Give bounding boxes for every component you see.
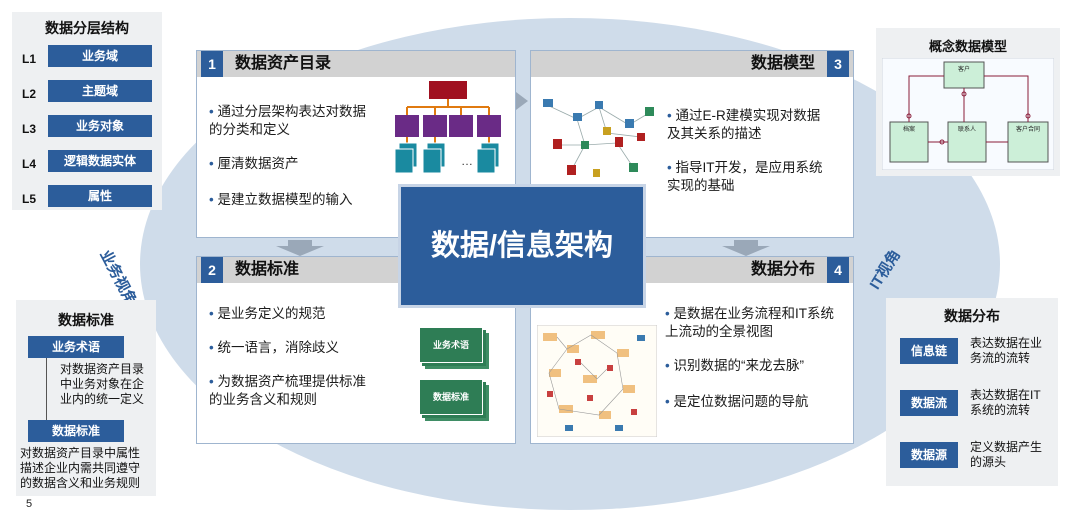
entity-customer-label: 客户 (958, 65, 970, 73)
data-standard-card: 数据标准 (419, 379, 483, 415)
layer-subject-domain: 主题域 (48, 80, 152, 102)
entity-customer (943, 61, 985, 89)
panel-title: 数据分布 (750, 261, 815, 278)
entity-contract-label: 客户合同 (1016, 125, 1040, 133)
level-label: L5 (22, 192, 37, 206)
arrow-down-left (276, 240, 324, 256)
er-model-illustration (543, 99, 654, 177)
flow-map-illustration (537, 325, 657, 437)
data-standard-box: 数据标准 (28, 420, 124, 442)
business-term-description: 对数据资产目录 中业务对象在企 业内的统一定义 (60, 362, 145, 406)
bullet-item: • 是业务定义的规范 (209, 306, 326, 321)
page-number: 5 (26, 498, 33, 510)
data-standard-description: 对数据资产目录中属性 描述企业内需共同遵守 的数据含义和业务规则 (20, 446, 141, 490)
level-label: L1 (22, 52, 37, 66)
level-label: L2 (22, 87, 37, 101)
bullet-item: • 为数据资产梳理提供标准的业务含义和规则 (209, 374, 366, 407)
bullet-item: • 是建立数据模型的输入 (209, 192, 353, 207)
layer-business-object: 业务对象 (48, 115, 152, 137)
connector-line (46, 358, 47, 420)
bullet-item: • 通过E-R建模实现对数据及其关系的描述 (667, 108, 821, 141)
data-source-box: 数据源 (900, 442, 958, 468)
info-chain-box: 信息链 (900, 338, 958, 364)
entity-archive-label: 档案 (903, 125, 915, 133)
bullet-item: • 通过分层架构表达对数据的分类和定义 (209, 104, 366, 137)
bullet-item: • 统一语言，消除歧义 (209, 340, 339, 355)
arrow-right (516, 92, 528, 110)
panel-number: 3 (827, 51, 849, 77)
layer-attribute: 属性 (48, 185, 152, 207)
layer-structure-title: 数据分层结构 (45, 20, 129, 36)
layer-structure-panel: 数据分层结构 L1 业务域 L2 主题域 L3 业务对象 L4 逻辑数据实体 L… (12, 12, 162, 210)
data-source-description: 定义数据产生的源头 (970, 440, 1043, 469)
panel-title: 数据资产目录 (235, 55, 332, 72)
bullet-item: • 是数据在业务流程和IT系统上流动的全景视图 (665, 306, 834, 339)
info-chain-description: 表达数据在业务流的流转 (970, 336, 1043, 365)
data-distribution-side-title: 数据分布 (944, 308, 1000, 324)
panel-data-standard: 2 数据标准 • 是业务定义的规范 • 统一语言，消除歧义 • 为数据资产梳理提… (196, 256, 516, 444)
bullet-item: • 厘清数据资产 (209, 156, 299, 171)
ellipsis-label: … (461, 154, 473, 168)
center-title-box: 数据/信息架构 (398, 184, 646, 308)
layer-logical-entity: 逻辑数据实体 (48, 150, 152, 172)
data-standard-side-panel: 数据标准 业务术语 对数据资产目录 中业务对象在企 业内的统一定义 数据标准 对… (16, 300, 156, 496)
panel-number: 1 (201, 51, 223, 77)
hierarchy-illustration: … (394, 81, 501, 174)
conceptual-model-title: 概念数据模型 (928, 39, 1007, 54)
entity-contact-label: 联系人 (958, 125, 976, 133)
layer-business-domain: 业务域 (48, 45, 152, 67)
level-label: L4 (22, 157, 37, 171)
panel-number: 4 (827, 257, 849, 283)
panel-title: 数据标准 (235, 261, 300, 278)
bullet-item: • 识别数据的“来龙去脉” (665, 358, 804, 373)
er-diagram: 客户 档案 联系人 客户合同 (882, 58, 1054, 170)
panel-title: 数据模型 (750, 55, 815, 72)
conceptual-model-panel: 概念数据模型 客户 档案 联系人 客户合同 (876, 28, 1060, 176)
data-standard-side-title: 数据标准 (58, 312, 114, 328)
business-term-box: 业务术语 (28, 336, 124, 358)
bullet-item: • 是定位数据问题的导航 (665, 394, 809, 409)
panel-header: 数据模型 3 (531, 51, 853, 77)
business-term-card: 业务术语 (419, 327, 483, 363)
arrow-down-right (722, 240, 770, 256)
bullet-item: • 指导IT开发，是应用系统实现的基础 (667, 160, 823, 193)
level-label: L3 (22, 122, 37, 136)
panel-number: 2 (201, 257, 223, 283)
data-flow-box: 数据流 (900, 390, 958, 416)
panel-header: 1 数据资产目录 (197, 51, 515, 77)
